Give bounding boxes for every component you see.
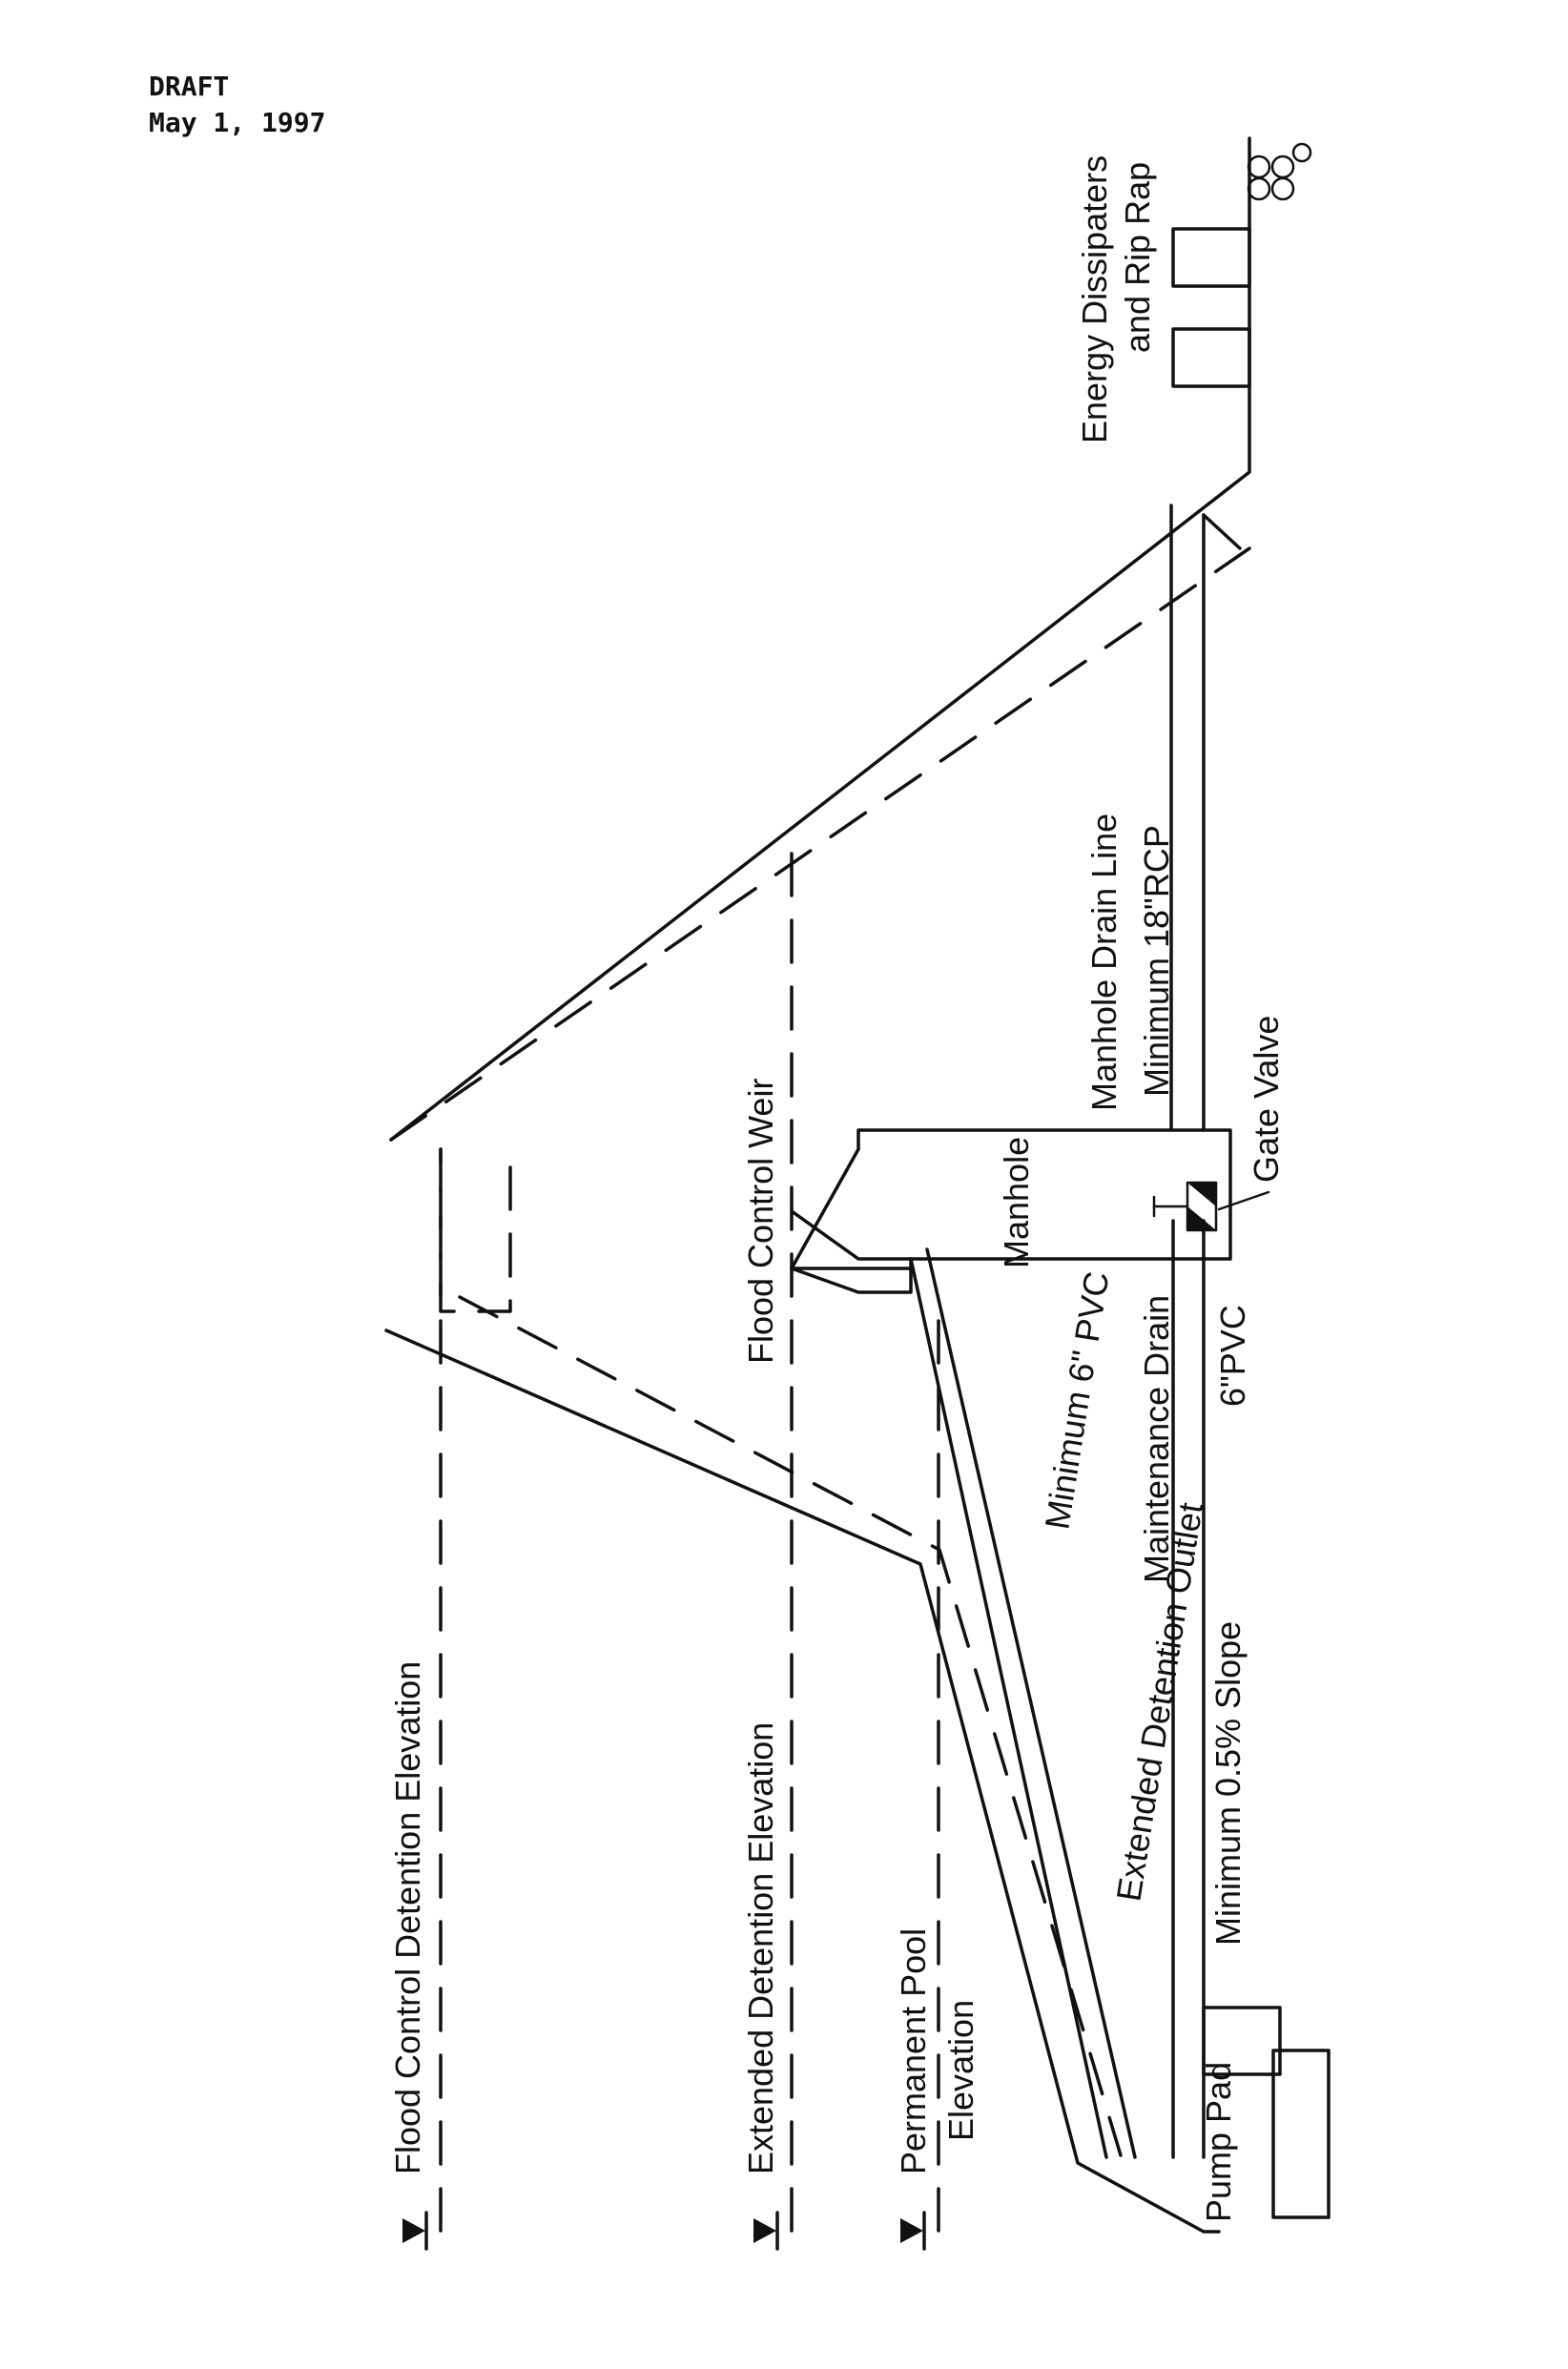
manhole-drain-outlet xyxy=(1202,513,1242,550)
label-manhole: Manhole xyxy=(997,1137,1036,1268)
label-extended-detention-elevation: Extended Detention Elevation xyxy=(741,1722,780,2174)
dashed-outlet-profile xyxy=(389,546,1251,1142)
manhole-top xyxy=(790,1257,913,1294)
outlet-pipe-line-2 xyxy=(925,1247,1137,2159)
label-gate-valve: Gate Valve xyxy=(1247,1016,1286,1183)
outlet-pipe-line-1 xyxy=(909,1257,1108,2159)
label-manhole-drain-line: Manhole Drain Line xyxy=(1084,814,1124,1111)
embankment-profile xyxy=(384,1329,1221,2234)
water-level-symbol-permanent xyxy=(900,2211,926,2251)
manhole-structure xyxy=(790,1128,1232,1270)
label-flood-control-detention-elevation: Flood Control Detention Elevation xyxy=(388,1661,427,2174)
label-pump-pad: Pump Pad xyxy=(1199,2062,1238,2222)
document-date: May 1, 1997 xyxy=(149,107,326,138)
document-header: DRAFT May 1, 1997 xyxy=(149,69,325,141)
label-rip-rap: and Rip Rap xyxy=(1118,162,1157,353)
energy-dissipater-2 xyxy=(1171,227,1251,288)
label-maintenance-drain: Maintenance Drain xyxy=(1137,1295,1176,1583)
label-maintenance-drain-size: 6"PVC xyxy=(1213,1305,1252,1407)
rip-rap xyxy=(1247,142,1312,201)
flood-control-weir-outline xyxy=(439,1147,512,1313)
pump-pad-base xyxy=(1271,2049,1331,2219)
label-energy-dissipaters: Energy Dissipaters xyxy=(1075,155,1114,443)
water-level-symbol-flood xyxy=(402,2211,428,2251)
label-minimum-slope: Minimum 0.5% Slope xyxy=(1208,1621,1248,1946)
gate-valve xyxy=(1152,1181,1270,1232)
dashed-upper-slope xyxy=(458,1295,1123,2157)
energy-dissipater-1 xyxy=(1171,327,1251,388)
label-permanent-pool: Permanent Pool xyxy=(894,1928,933,2174)
draft-label: DRAFT xyxy=(149,71,230,102)
water-level-symbol-extended xyxy=(753,2211,779,2251)
label-flood-control-weir: Flood Control Weir xyxy=(741,1079,780,1364)
label-elevation: Elevation xyxy=(941,2000,980,2141)
label-outlet-size: Minimum 6" PVC xyxy=(1037,1268,1116,1532)
label-manhole-drain-size: Minimum 18"RCP xyxy=(1137,825,1176,1097)
